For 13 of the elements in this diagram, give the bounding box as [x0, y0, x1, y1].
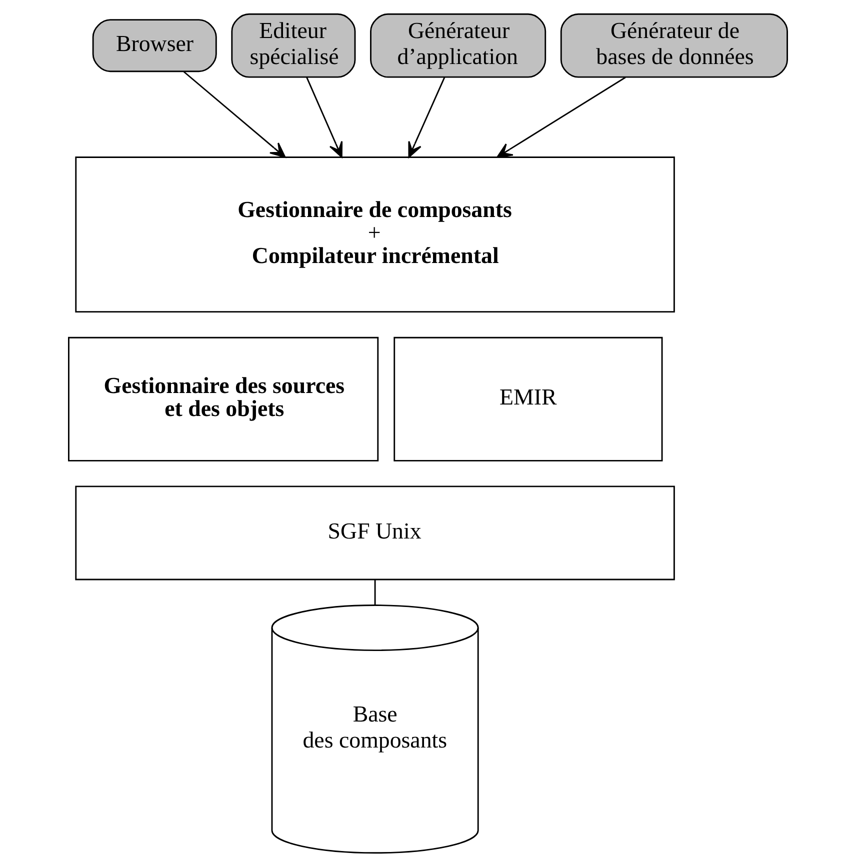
connector [374, 580, 376, 606]
node-box: Générateur d’application [370, 13, 546, 78]
arrow [183, 71, 286, 158]
node-box: EMIR [394, 336, 663, 462]
node-box: Gestionnaire des sources et des objets [68, 336, 379, 462]
node-box: SGF Unix [75, 486, 675, 580]
node-box: Générateur de bases de données [560, 13, 788, 78]
node-box: Browser [92, 19, 217, 72]
arrow [496, 76, 626, 158]
node-box: Gestionnaire de composants + Compilateur incrémental [75, 156, 675, 313]
node-box: Editeur spécialisé [231, 13, 356, 78]
arrow [408, 77, 446, 158]
arrow [306, 77, 343, 158]
